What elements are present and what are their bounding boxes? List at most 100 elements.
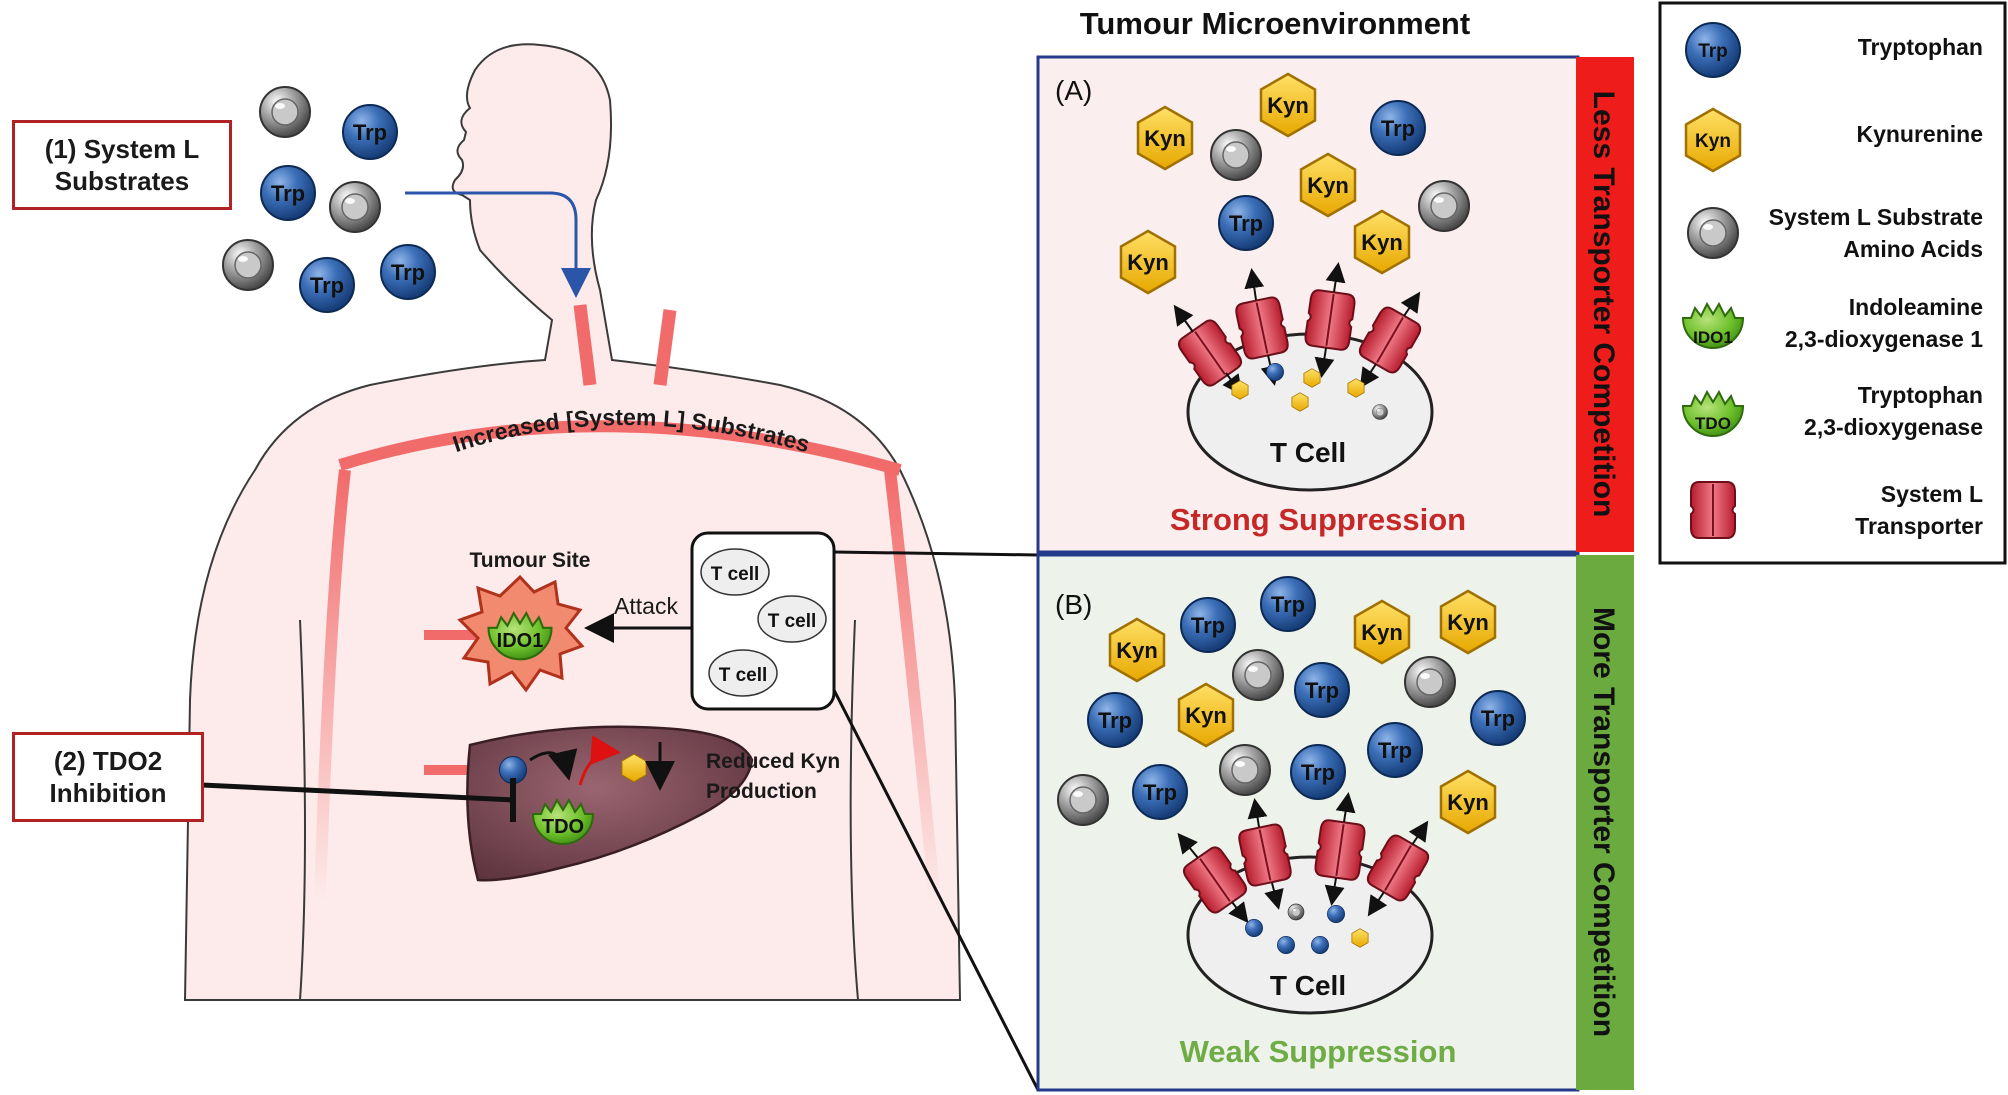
t-cell-label: T cell [719, 665, 768, 686]
system-l-substrate-icon [1687, 207, 1739, 259]
more-competition-bar: More Transporter Competition [1576, 555, 1634, 1090]
trp-label: Trp [1098, 708, 1132, 733]
kyn-label: Kyn [1116, 638, 1158, 663]
weak-suppression-label: Weak Suppression [1180, 1034, 1457, 1069]
strong-suppression-label: Strong Suppression [1170, 502, 1466, 537]
body-silhouette [183, 43, 962, 1001]
trp-label: Trp [271, 181, 305, 206]
kyn-label: Kyn [1695, 131, 1731, 152]
trp-label: Trp [310, 273, 344, 298]
trp-label: Trp [1481, 706, 1515, 731]
transport-arrow [1244, 268, 1265, 301]
system-l-transporter-icon [1303, 288, 1357, 352]
transport-arrow [1359, 363, 1380, 389]
ingested-molecules: Trp Trp Trp Trp [222, 86, 436, 313]
panel-a-tag: (A) [1055, 75, 1092, 106]
system-l-substrate-icon [329, 181, 381, 233]
system-l-substrate-icon [1404, 656, 1456, 708]
system-l-substrate-icon [1219, 744, 1271, 796]
t-cell-label: T cell [768, 611, 817, 632]
kyn-label: Kyn [1447, 790, 1489, 815]
production-label: Production [706, 780, 817, 803]
trp-molecule-icon [1327, 905, 1345, 923]
blood-vessels [314, 304, 941, 1000]
t-cell-small [708, 649, 778, 697]
system-l-substrate-icon [1418, 180, 1470, 232]
inhibition-line [201, 782, 514, 803]
t-cell-group: T cell T cell T cell [690, 531, 836, 711]
liver: TDO [466, 725, 754, 882]
reduced-kyn-label: Reduced Kyn [706, 750, 840, 773]
kyn-label: Kyn [1127, 250, 1169, 275]
panel-a-cell-label: T Cell [1270, 437, 1346, 468]
zoom-connector-top [833, 550, 1039, 557]
transport-arrow [1400, 291, 1421, 317]
trp-label: Trp [1229, 211, 1263, 236]
system-l-substrate-icon [1372, 404, 1388, 420]
ido1-label: IDO1 [497, 630, 544, 652]
trp-molecule-icon [1245, 919, 1263, 937]
legend: Trp Tryptophan Kyn Kynurenine System L S… [1658, 1, 2007, 565]
tumour-site-label: Tumour Site [470, 549, 591, 572]
transport-arrow [1408, 820, 1429, 846]
legend-item-kynurenine: Kynurenine [1856, 121, 1983, 147]
trp-label: Trp [1698, 41, 1728, 62]
tdo-label: TDO [1695, 414, 1731, 433]
trp-molecule-icon [1277, 936, 1295, 954]
system-l-substrate-icon [1232, 649, 1284, 701]
kyn-label: Kyn [1447, 610, 1489, 635]
system-l-substrate-icon [1057, 774, 1109, 826]
trp-label: Trp [391, 260, 425, 285]
tdo2-inhibition-box: (2) TDO2 Inhibition [12, 732, 204, 822]
trp-label: Trp [1305, 678, 1339, 703]
trp-label: Trp [1271, 592, 1305, 617]
transport-arrow [1247, 798, 1268, 828]
transport-arrow [1228, 901, 1249, 924]
ingestion-arrow [405, 191, 591, 298]
trp-to-tdo-arrow [529, 748, 578, 781]
kyn-label: Kyn [1267, 93, 1309, 118]
tumour-cell: IDO1 [457, 574, 585, 693]
panel-b-tag: (B) [1055, 589, 1092, 620]
trp-label: Trp [1143, 780, 1177, 805]
system-l-substrate-icon [1210, 129, 1262, 181]
zoom-connector-bottom [832, 689, 1040, 1091]
panel-b-cell-label: T Cell [1270, 970, 1346, 1001]
attack-label: Attack [614, 593, 678, 619]
system-l-substrate-icon [222, 239, 274, 291]
less-competition-label: Less Transporter Competition [1587, 91, 1620, 518]
system-l-substrate-icon [1287, 903, 1305, 921]
t-cell-small [700, 548, 770, 596]
kyn-label: Kyn [1307, 173, 1349, 198]
t-cell-label: T cell [711, 564, 760, 585]
kyn-label: Kyn [1361, 230, 1403, 255]
kyn-label: Kyn [1144, 126, 1186, 151]
legend-item-tryptophan: Tryptophan [1858, 34, 1983, 60]
transport-arrow [1314, 347, 1335, 378]
transport-arrow [1367, 891, 1388, 917]
kyn-label: Kyn [1185, 703, 1227, 728]
trp-label: Trp [1301, 760, 1335, 785]
trp-label: Trp [353, 120, 387, 145]
trp-label: Trp [1191, 613, 1225, 638]
trp-label: Trp [1378, 738, 1412, 763]
ido1-label: IDO1 [1693, 328, 1733, 347]
t-cell-small [757, 595, 827, 643]
panel-a: (A) Kyn Kyn Trp Kyn Trp Kyn Kyn T Cell S… [1036, 55, 1580, 554]
transport-arrow [1264, 882, 1284, 910]
system-l-substrates-box: (1) System L Substrates [12, 120, 232, 210]
trp-molecule-icon [1266, 363, 1284, 381]
system-l-transporter-icon [1313, 818, 1367, 882]
system-l-transporter-icon [1690, 481, 1736, 539]
transport-arrow [1173, 304, 1194, 333]
more-competition-label: More Transporter Competition [1587, 607, 1620, 1037]
panel-b: (B) Trp Trp Kyn Kyn Kyn Trp Trp Kyn Trp … [1036, 553, 1580, 1092]
less-competition-bar: Less Transporter Competition [1576, 57, 1634, 552]
tdo-label: TDO [542, 816, 584, 838]
transport-arrow [1324, 877, 1345, 906]
kyn-label: Kyn [1361, 620, 1403, 645]
